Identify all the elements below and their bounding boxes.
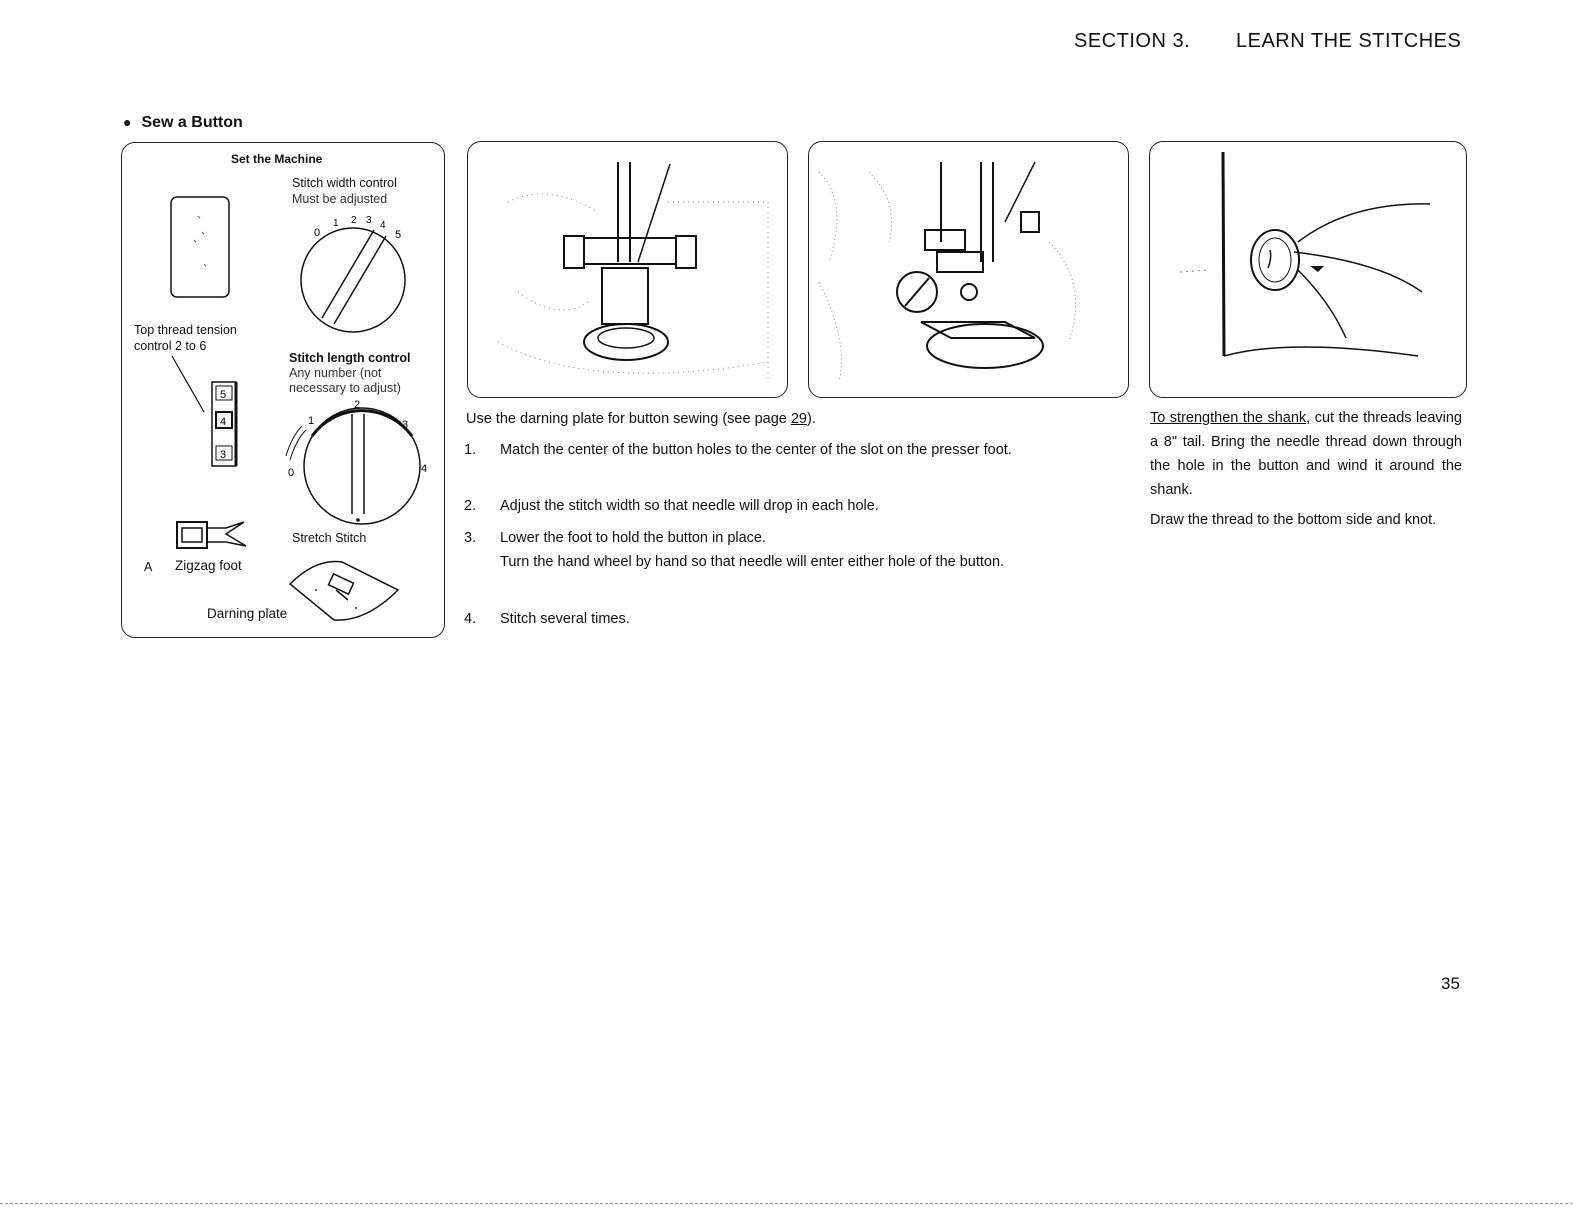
tension-card-icon [170, 196, 230, 298]
presser-foot-illustration [808, 141, 1129, 398]
shank-paragraph-1: To strengthen the shank, cut the threads… [1150, 406, 1462, 502]
length-tick-4: 4 [421, 463, 427, 475]
step-number: 1. [464, 442, 477, 458]
section-title: LEARN THE STITCHES [1236, 30, 1462, 52]
shank-paragraph-2: Draw the thread to the bottom side and k… [1150, 512, 1437, 528]
intro-pre: Use the darning plate for button sewing … [466, 411, 791, 427]
step-3: 3. Lower the foot to hold the button in … [464, 526, 1124, 574]
step-text: Adjust the stitch width so that needle w… [500, 498, 879, 514]
shank-body: cut the threads leaving a 8" tail. Bring… [1150, 410, 1462, 498]
step-text: Lower the foot to hold the button in pla… [500, 530, 767, 546]
presser-foot-front-icon [497, 162, 769, 382]
dial-tick-3: 3 [366, 215, 372, 226]
stitch-width-note: Must be adjusted [292, 192, 388, 206]
tension-label-2: control 2 to 6 [134, 339, 207, 353]
dial-tick-5: 5 [395, 229, 401, 241]
step-text: Stitch several times. [500, 611, 630, 627]
step-4: 4. Stitch several times. [464, 607, 1124, 631]
step-text-continued: Turn the hand wheel by hand so that need… [500, 554, 1005, 570]
presser-foot-side-icon [818, 161, 1077, 383]
machine-settings-panel [121, 142, 445, 638]
button-shank-illustration [1149, 141, 1467, 398]
length-tick-2: 2 [354, 399, 360, 411]
page-number: 35 [1441, 974, 1460, 993]
panel-title: Set the Machine [231, 152, 323, 166]
length-tick-1: 1 [308, 415, 314, 427]
tension-tick-3: 3 [220, 449, 226, 461]
shank-instructions: To strengthen the shank, cut the threads… [1150, 406, 1462, 538]
darning-plate-illustration [467, 141, 788, 398]
tension-label-1: Top thread tension [134, 323, 237, 337]
darning-plate-icon [288, 560, 400, 621]
stitch-width-dial-icon: 0 1 2 3 4 5 [300, 215, 406, 333]
section-number: SECTION 3. [1074, 30, 1191, 52]
page-bottom-edge [0, 1203, 1573, 1204]
dial-tick-1: 1 [333, 218, 339, 229]
step-number: 2. [464, 498, 477, 514]
step-text: Match the center of the button holes to … [500, 442, 1012, 458]
zigzag-foot-icon [176, 521, 247, 549]
tension-dial-icon: 5 4 3 [171, 355, 238, 467]
stitch-length-note-2: necessary to adjust) [289, 381, 401, 395]
dial-tick-2: 2 [351, 215, 357, 226]
intro-post: ). [807, 411, 816, 427]
intro-page-ref: 29 [790, 411, 807, 427]
bullet-dot: ● [123, 114, 132, 130]
length-tick-0: 0 [288, 467, 294, 479]
shank-lead: To strengthen the shank, [1150, 410, 1311, 426]
stretch-stitch-label: Stretch Stitch [292, 531, 367, 545]
heading-text: Sew a Button [141, 114, 243, 131]
stitch-length-label: Stitch length control [289, 351, 411, 365]
dial-tick-4: 4 [380, 220, 386, 231]
length-tick-3: 3 [402, 419, 408, 431]
step-number: 4. [464, 611, 477, 627]
step-1: 1. Match the center of the button holes … [464, 438, 1124, 462]
darning-plate-label: Darning plate [207, 606, 288, 621]
button-thread-icon [1179, 151, 1431, 357]
tension-tick-4: 4 [220, 416, 226, 428]
stitch-width-label: Stitch width control [292, 176, 397, 190]
step-2: 2. Adjust the stitch width so that needl… [464, 494, 1124, 518]
tension-tick-5: 5 [220, 389, 226, 401]
stitch-length-note-1: Any number (not [289, 366, 382, 380]
section-heading: ● Sew a Button [123, 114, 243, 132]
step-number: 3. [464, 530, 477, 546]
zigzag-foot-label: Zigzag foot [175, 558, 242, 573]
dial-tick-0: 0 [314, 227, 320, 239]
intro-text: Use the darning plate for button sewing … [466, 408, 816, 430]
stitch-length-dial-icon: 0 1 2 3 4 [285, 399, 427, 525]
foot-letter: A [144, 560, 153, 574]
